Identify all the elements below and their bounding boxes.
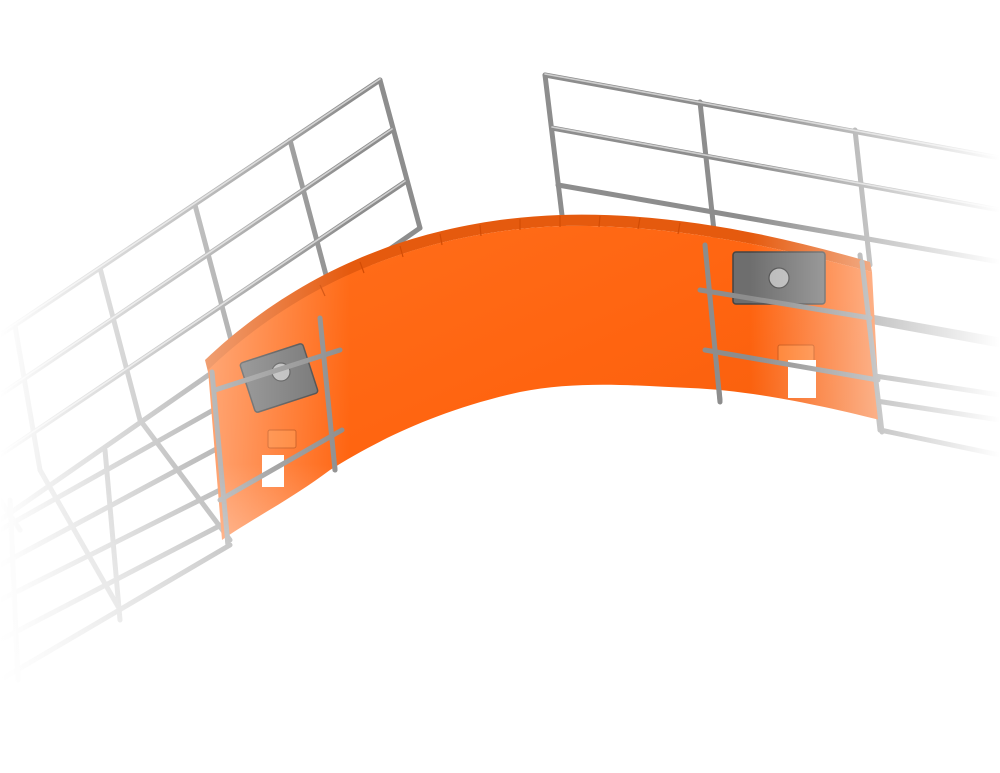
scene-illustration [0, 0, 1000, 773]
bottom-fade-overlay [0, 0, 1000, 773]
